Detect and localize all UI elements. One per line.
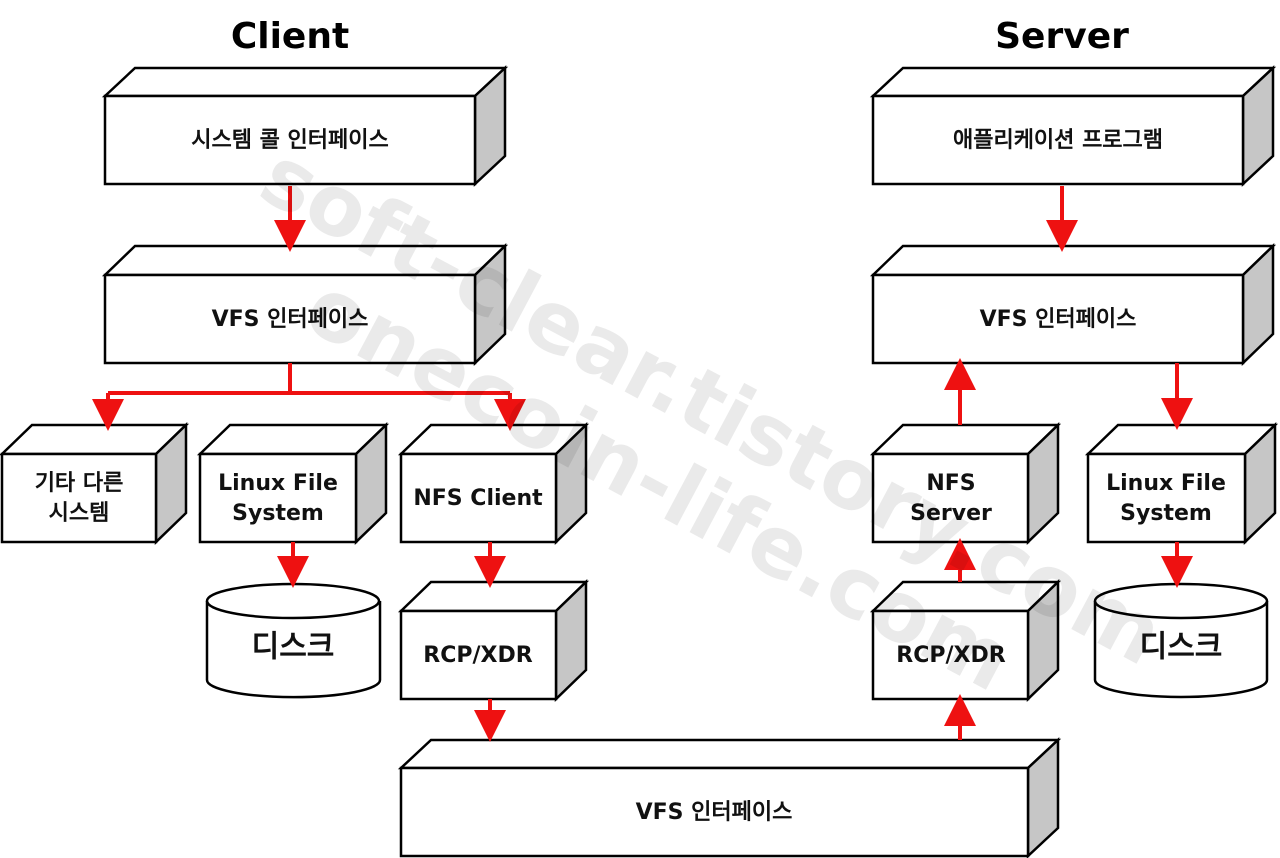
- server-vfs-label: VFS 인터페이스: [980, 307, 1137, 332]
- client-disk-label: 디스크: [252, 630, 335, 665]
- nfs-client-label: NFS Client: [413, 486, 543, 511]
- bottom-vfs-label: VFS 인터페이스: [636, 800, 793, 825]
- nfs-server-box: NFS Server: [869, 422, 1062, 545]
- server-disk-label: 디스크: [1140, 630, 1223, 665]
- arrows: [92, 186, 1193, 742]
- client-rcp-xdr-box: RCP/XDR: [397, 579, 590, 702]
- server-linux-fs-box: Linux File System: [1084, 422, 1279, 545]
- other-filesystem-box: 기타 다른 시스템: [0, 422, 190, 545]
- server-heading: Server: [995, 16, 1129, 57]
- client-rcp-xdr-label: RCP/XDR: [423, 643, 532, 668]
- server-linux-fs-label-line1: Linux File: [1106, 471, 1226, 496]
- server-rcp-xdr-box: RCP/XDR: [869, 579, 1062, 702]
- nfs-server-label-line1: NFS: [926, 471, 975, 496]
- client-disk-cylinder: 디스크: [205, 582, 382, 699]
- client-syscall-box: 시스템 콜 인터페이스: [101, 65, 509, 187]
- client-vfs-box: VFS 인터페이스: [101, 243, 509, 366]
- nfs-client-box: NFS Client: [397, 422, 590, 545]
- nfs-server-label-line2: Server: [910, 501, 992, 526]
- client-linux-fs-label-line1: Linux File: [218, 471, 338, 496]
- watermark: soft-clear.tistory.com onecoin-life.com: [246, 126, 1179, 710]
- client-linux-fs-label-line2: System: [232, 501, 324, 526]
- other-fs-label-line1: 기타 다른: [35, 471, 124, 496]
- server-app-label: 애플리케이션 프로그램: [953, 128, 1163, 153]
- server-rcp-xdr-label: RCP/XDR: [896, 643, 1005, 668]
- other-fs-label-line2: 시스템: [49, 501, 110, 526]
- client-syscall-label: 시스템 콜 인터페이스: [191, 128, 388, 153]
- client-heading: Client: [231, 16, 349, 57]
- client-vfs-label: VFS 인터페이스: [212, 307, 369, 332]
- server-vfs-box: VFS 인터페이스: [869, 243, 1277, 366]
- bottom-vfs-box: VFS 인터페이스: [397, 737, 1062, 858]
- client-linux-fs-box: Linux File System: [196, 422, 390, 545]
- server-app-box: 애플리케이션 프로그램: [869, 65, 1277, 187]
- watermark-line1: soft-clear.tistory.com: [246, 126, 1179, 684]
- server-disk-cylinder: 디스크: [1093, 582, 1269, 699]
- server-linux-fs-label-line2: System: [1120, 501, 1212, 526]
